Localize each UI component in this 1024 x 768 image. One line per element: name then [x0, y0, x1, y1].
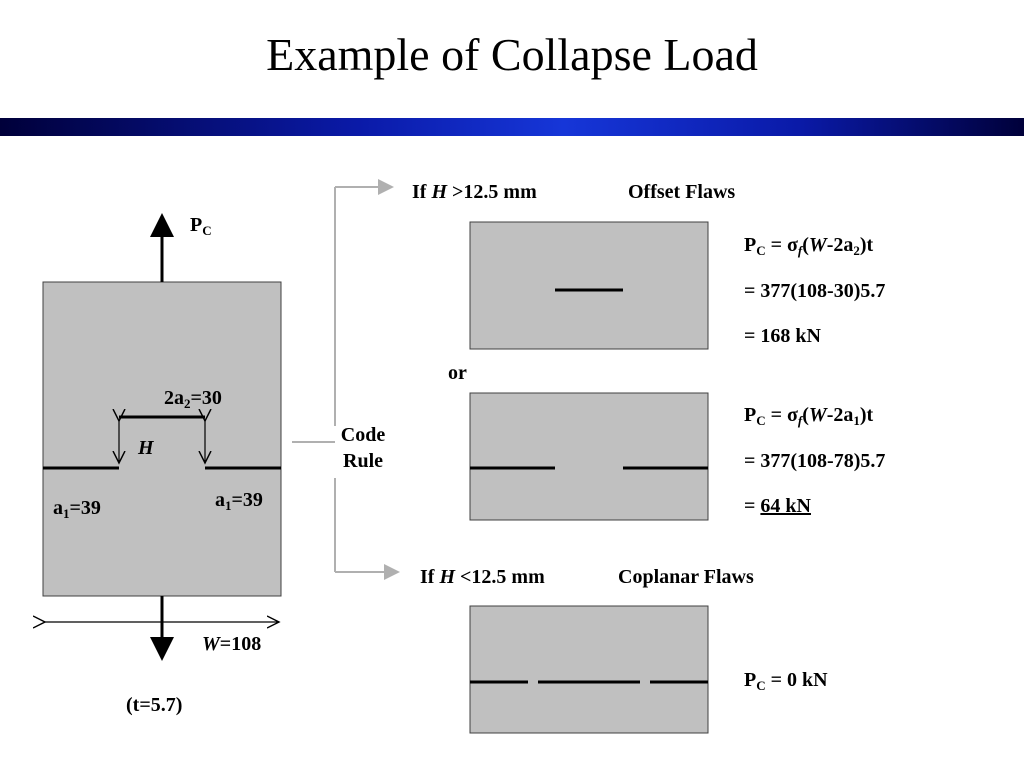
coplanar-plate [469, 605, 709, 734]
code-rule-label: Code Rule [340, 424, 386, 472]
left-flaw-label: a1=39 [53, 497, 101, 521]
offset-plate-2 [469, 392, 709, 521]
offset-eq1-result: = 168 kN [744, 325, 821, 347]
specimen-plate [42, 281, 282, 597]
offset-heading: Offset Flaws [628, 181, 736, 203]
load-label: PC [190, 214, 212, 238]
offset-eq2-result: = 64 kN [744, 495, 811, 517]
offset-eq2-line2: = 377(108-78)5.7 [744, 450, 886, 472]
right-flaw-label: a1=39 [215, 489, 263, 513]
thickness-label: (t=5.7) [126, 694, 183, 716]
offset-eq1-line2: = 377(108-30)5.7 [744, 280, 886, 302]
title-divider-bar [0, 118, 1024, 136]
width-label: W=108 [202, 633, 262, 655]
coplanar-result: PC = 0 kN [744, 669, 828, 693]
offset-condition: If H >12.5 mm [412, 181, 537, 203]
center-flaw-label: 2a2=30 [164, 387, 222, 411]
coplanar-condition: If H <12.5 mm [420, 566, 545, 588]
spacing-label: H [138, 437, 154, 459]
slide-title: Example of Collapse Load [266, 29, 758, 80]
offset-plate-1 [469, 221, 709, 350]
coplanar-heading: Coplanar Flaws [618, 566, 754, 588]
offset-eq2-line1: PC = σf(W-2a1)t [744, 404, 874, 428]
offset-eq1-line1: PC = σf(W-2a2)t [744, 234, 874, 258]
or-label: or [448, 362, 467, 384]
